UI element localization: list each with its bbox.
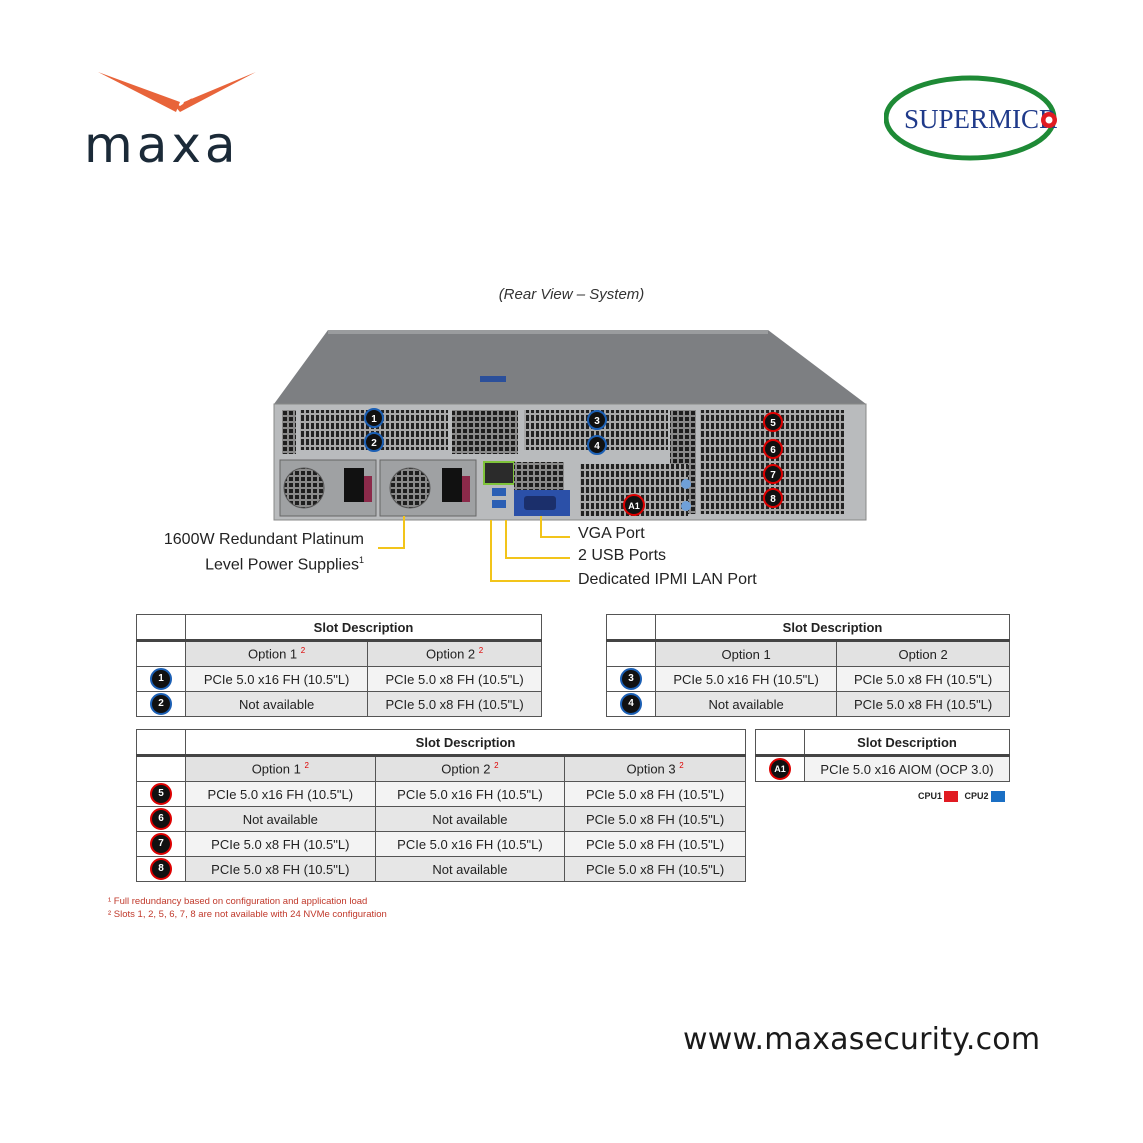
table-row: A1 PCIe 5.0 x16 AIOM (OCP 3.0): [755, 755, 1010, 782]
rear-view-caption: (Rear View – System): [498, 286, 645, 303]
slot-table-4-title: Slot Description: [804, 729, 1010, 757]
table-row: 1 PCIe 5.0 x16 FH (10.5"L) PCIe 5.0 x8 F…: [136, 666, 542, 692]
table-row: 3 PCIe 5.0 x16 FH (10.5"L) PCIe 5.0 x8 F…: [606, 666, 1010, 692]
footnote-2: ² Slots 1, 2, 5, 6, 7, 8 are not availab…: [108, 909, 387, 920]
table1-option-2: Option 2 2: [367, 640, 542, 667]
slot-badge-6: 6: [150, 808, 172, 830]
server-badge-3: 3: [587, 410, 607, 430]
svg-text:7: 7: [770, 470, 776, 481]
svg-text:4: 4: [594, 441, 600, 452]
slot-badge-3: 3: [620, 668, 642, 690]
svg-text:2: 2: [371, 438, 377, 449]
table3-option-2: Option 2 2: [374, 755, 566, 782]
server-badge-6: 6: [763, 439, 783, 459]
server-badge-2: 2: [364, 432, 384, 452]
server-badge-8: 8: [763, 488, 783, 508]
slot-table-a1: Slot Description A1 PCIe 5.0 x16 AIOM (O…: [755, 729, 1010, 782]
svg-text:5: 5: [770, 418, 776, 429]
supermicro-wordmark: SUPERMICR: [904, 104, 1057, 134]
svg-text:6: 6: [770, 445, 776, 456]
maxa-logo-icon: [98, 72, 256, 112]
cpu2-swatch-icon: [990, 791, 1005, 803]
server-badge-a1: A1: [623, 494, 645, 516]
psu-callout-line1: 1600W Redundant Platinum: [163, 531, 364, 548]
footnote-1: ¹ Full redundancy based on configuration…: [108, 896, 368, 907]
svg-text:1: 1: [371, 414, 377, 425]
table-row: 4 Not available PCIe 5.0 x8 FH (10.5"L): [606, 691, 1010, 717]
slot-badge-2: 2: [150, 693, 172, 715]
table3-option-3: Option 3 2: [564, 755, 746, 782]
usb-ports-callout: 2 USB Ports: [578, 547, 667, 564]
table-row: 7 PCIe 5.0 x8 FH (10.5"L) PCIe 5.0 x16 F…: [136, 831, 746, 857]
slot-table-5-8: Slot Description Option 1 2 Option 2 2 O…: [136, 729, 746, 882]
table3-option-1: Option 1 2: [185, 755, 376, 782]
ipmi-lan-callout: Dedicated IPMI LAN Port: [578, 571, 757, 588]
server-badge-1: 1: [364, 408, 384, 428]
slot-badge-1: 1: [150, 668, 172, 690]
table1-option-1: Option 1 2: [184, 640, 369, 667]
server-badge-5: 5: [763, 412, 783, 432]
slot-badge-4: 4: [620, 693, 642, 715]
legend-cpu1-label: CPU1: [918, 791, 943, 801]
table-row: 2 Not available PCIe 5.0 x8 FH (10.5"L): [136, 691, 542, 717]
vga-port-callout: VGA Port: [578, 525, 645, 542]
server-badge-4: 4: [587, 435, 607, 455]
legend-cpu2-label: CPU2: [964, 791, 989, 801]
cpu1-swatch-icon: [944, 791, 959, 803]
psu-callout-line2: Level Power Supplies: [205, 556, 359, 574]
table-row: 8 PCIe 5.0 x8 FH (10.5"L) Not available …: [136, 856, 746, 882]
server-rear-illustration: 1 2 3 4 5 6 7 8 A1: [273, 330, 867, 521]
slot-badge-a1: A1: [769, 758, 791, 780]
svg-text:A1: A1: [628, 501, 640, 511]
supermicro-logo-icon: SUPERMICR: [884, 75, 1057, 161]
slot-badge-7: 7: [150, 833, 172, 855]
server-badge-7: 7: [763, 464, 783, 484]
psu-callout: 1600W Redundant Platinum Level Power Sup…: [150, 530, 364, 575]
slot-table-1-title: Slot Description: [185, 614, 542, 642]
slot-table-1-2: Slot Description Option 1 2 Option 2 2 1…: [136, 614, 542, 717]
psu-footnote-ref: 1: [358, 555, 364, 565]
slot-badge-5: 5: [150, 783, 172, 805]
cpu-legend: CPU1 CPU2: [918, 791, 1009, 803]
svg-text:3: 3: [594, 416, 600, 427]
table-row: 6 Not available Not available PCIe 5.0 x…: [136, 806, 746, 832]
table2-option-2: Option 2: [836, 640, 1010, 667]
website-url: www.maxasecurity.com: [683, 1022, 1041, 1057]
slot-table-3-title: Slot Description: [185, 729, 746, 757]
table-row: 5 PCIe 5.0 x16 FH (10.5"L) PCIe 5.0 x16 …: [136, 781, 746, 807]
maxa-wordmark: maxa: [84, 116, 240, 174]
slot-table-2-title: Slot Description: [655, 614, 1010, 642]
slot-badge-8: 8: [150, 858, 172, 880]
table2-option-1: Option 1: [654, 640, 838, 667]
slot-table-3-4: Slot Description Option 1 Option 2 3 PCI…: [606, 614, 1010, 717]
svg-text:8: 8: [770, 494, 776, 505]
